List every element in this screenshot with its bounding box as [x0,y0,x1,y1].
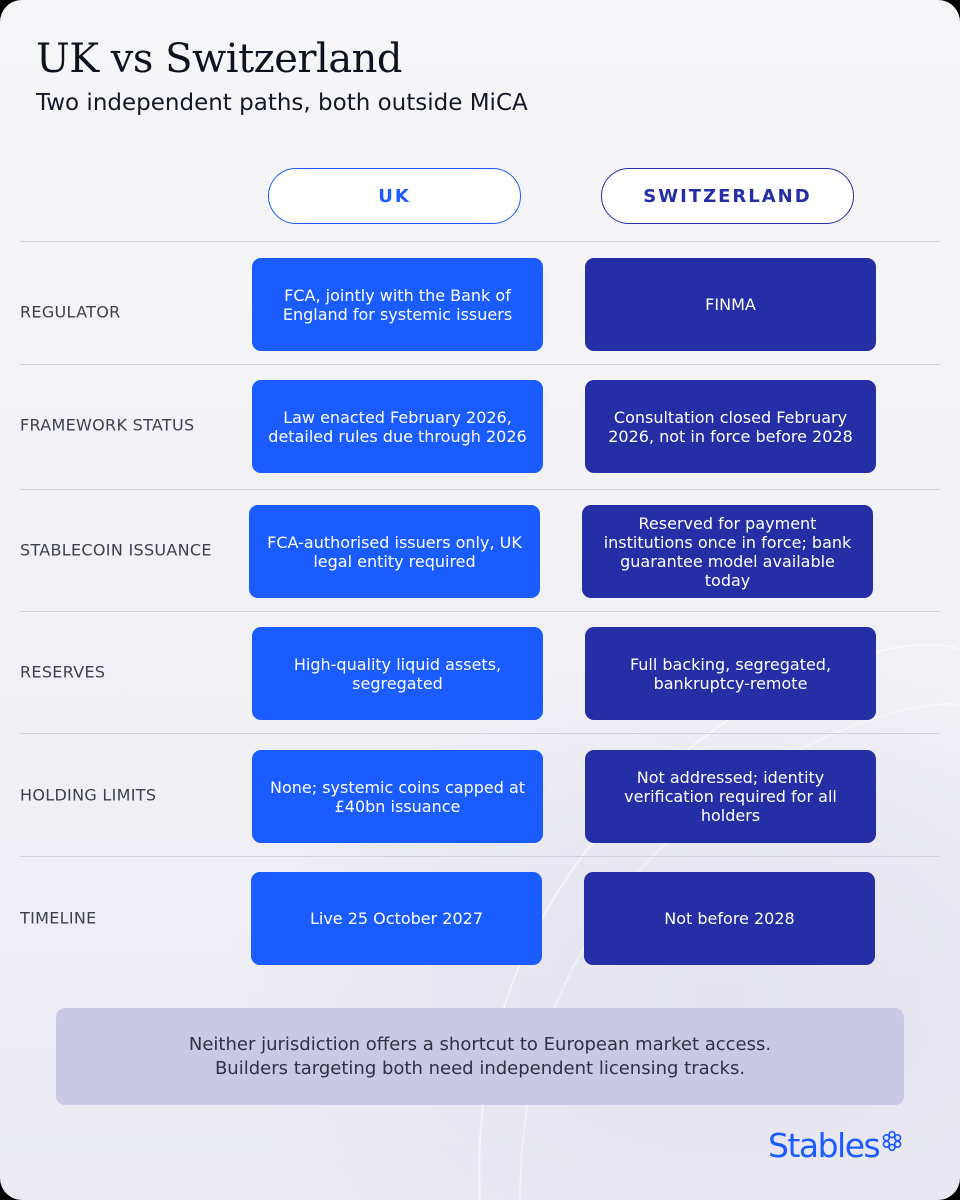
uk-stablecoin-issuance-cell: FCA-authorised issuers only, UK legal en… [249,505,540,598]
switzerland-stablecoin-issuance-cell: Reserved for payment institutions once i… [582,505,873,598]
switzerland-timeline-cell: Not before 2028 [584,872,875,965]
row-label-regulator: REGULATOR [20,302,121,322]
switzerland-framework-status-cell: Consultation closed February 2026, not i… [585,380,876,473]
switzerland-reserves-cell: Full backing, segregated, bankruptcy-rem… [585,627,876,720]
switzerland-holding-limits-cell: Not addressed; identity verification req… [585,750,876,843]
row-divider [20,489,940,490]
row-label-stablecoin-issuance: STABLECOIN ISSUANCE [20,540,212,560]
column-header-switzerland: SWITZERLAND [601,168,854,224]
uk-reserves-cell: High-quality liquid assets, segregated [252,627,543,720]
column-header-uk: UK [268,168,521,224]
uk-regulator-cell: FCA, jointly with the Bank of England fo… [252,258,543,351]
row-divider [20,611,940,612]
brand-name: Stables [768,1126,881,1165]
row-divider [20,364,940,365]
uk-framework-status-cell: Law enacted February 2026, detailed rule… [252,380,543,473]
brand-logo: Stables [768,1126,903,1165]
flower-icon [882,1130,902,1151]
row-divider [20,733,940,734]
summary-note-line-2: Builders targeting both need independent… [214,1057,746,1079]
row-label-reserves: RESERVES [20,662,106,682]
page-title: UK vs Switzerland [36,36,403,82]
uk-holding-limits-cell: None; systemic coins capped at £40bn iss… [252,750,543,843]
uk-timeline-cell: Live 25 October 2027 [251,872,542,965]
summary-note: Neither jurisdiction offers a shortcut t… [56,1008,904,1105]
row-divider [20,241,940,242]
row-label-timeline: TIMELINE [20,908,97,928]
row-divider [20,856,940,857]
switzerland-regulator-cell: FINMA [585,258,876,351]
page-subtitle: Two independent paths, both outside MiCA [36,90,528,116]
summary-note-line-1: Neither jurisdiction offers a shortcut t… [188,1033,772,1055]
row-label-framework-status: FRAMEWORK STATUS [20,415,195,435]
row-label-holding-limits: HOLDING LIMITS [20,785,157,805]
